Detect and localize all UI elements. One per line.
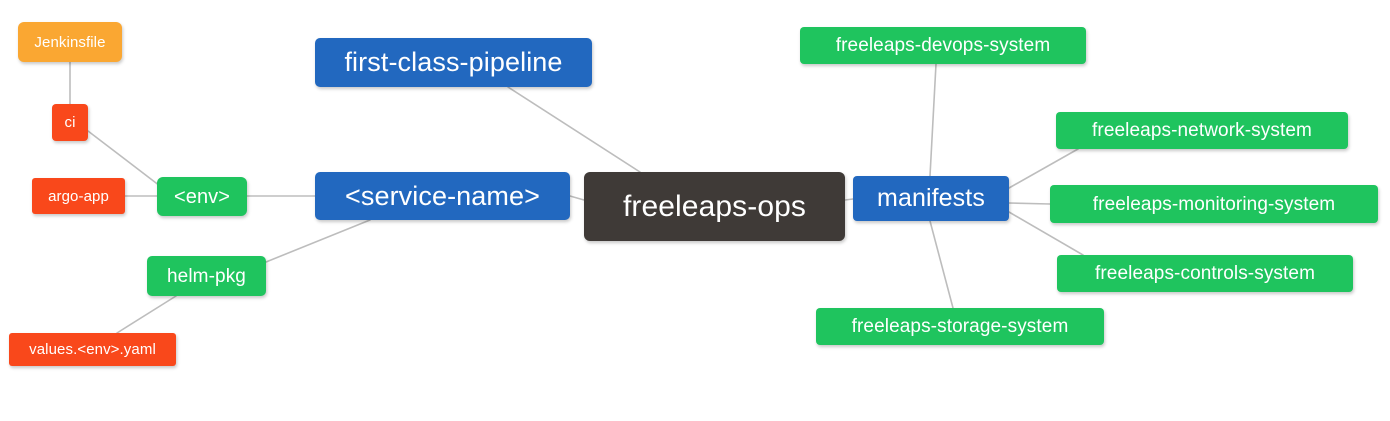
node-label-freeleaps-devops-system: freeleaps-devops-system <box>835 35 1051 56</box>
node-freeleaps-network-system[interactable]: freeleaps-network-system <box>1056 112 1348 149</box>
edge-service-name-to-helm-pkg <box>265 219 371 263</box>
node-argo-app[interactable]: argo-app <box>32 178 125 214</box>
node-label-ci: ci <box>64 114 76 131</box>
edge-helm-pkg-to-values-env-yaml <box>116 295 177 334</box>
node-label-helm-pkg: helm-pkg <box>167 265 246 287</box>
edge-manifests-to-freeleaps-storage-system <box>929 220 954 309</box>
edge-manifests-to-freeleaps-monitoring-system <box>1008 202 1051 205</box>
node-label-manifests: manifests <box>877 184 985 212</box>
node-ci[interactable]: ci <box>52 104 88 141</box>
edge-manifests-to-freeleaps-network-system <box>1008 148 1079 189</box>
node-freeleaps-controls-system[interactable]: freeleaps-controls-system <box>1057 255 1353 292</box>
node-label-env: <env> <box>173 185 231 208</box>
node-values-env-yaml[interactable]: values.<env>.yaml <box>9 333 176 366</box>
node-label-freeleaps-controls-system: freeleaps-controls-system <box>1094 263 1316 284</box>
node-label-first-class-pipeline: first-class-pipeline <box>344 47 563 77</box>
node-first-class-pipeline[interactable]: first-class-pipeline <box>315 38 592 87</box>
node-label-freeleaps-storage-system: freeleaps-storage-system <box>851 316 1069 337</box>
node-label-service-name: <service-name> <box>345 180 540 211</box>
node-helm-pkg[interactable]: helm-pkg <box>147 256 266 296</box>
node-label-freeleaps-ops: freeleaps-ops <box>622 189 807 223</box>
node-freeleaps-storage-system[interactable]: freeleaps-storage-system <box>816 308 1104 345</box>
node-label-jenkinsfile: Jenkinsfile <box>34 33 106 51</box>
node-label-freeleaps-network-system: freeleaps-network-system <box>1092 120 1312 141</box>
edge-service-name-to-freeleaps-ops <box>569 195 585 201</box>
node-service-name[interactable]: <service-name> <box>315 172 570 220</box>
node-label-argo-app: argo-app <box>48 187 109 205</box>
node-label-values-env-yaml: values.<env>.yaml <box>29 341 156 358</box>
node-freeleaps-devops-system[interactable]: freeleaps-devops-system <box>800 27 1086 64</box>
edge-freeleaps-ops-to-manifests <box>844 198 854 201</box>
node-freeleaps-monitoring-system[interactable]: freeleaps-monitoring-system <box>1050 185 1378 223</box>
node-label-freeleaps-monitoring-system: freeleaps-monitoring-system <box>1092 193 1336 215</box>
node-manifests[interactable]: manifests <box>853 176 1009 221</box>
node-env[interactable]: <env> <box>157 177 247 216</box>
node-jenkinsfile[interactable]: Jenkinsfile <box>18 22 122 62</box>
node-freeleaps-ops[interactable]: freeleaps-ops <box>584 172 845 241</box>
edge-manifests-to-freeleaps-devops-system <box>929 63 937 177</box>
edge-first-class-pipeline-to-freeleaps-ops <box>507 86 641 173</box>
